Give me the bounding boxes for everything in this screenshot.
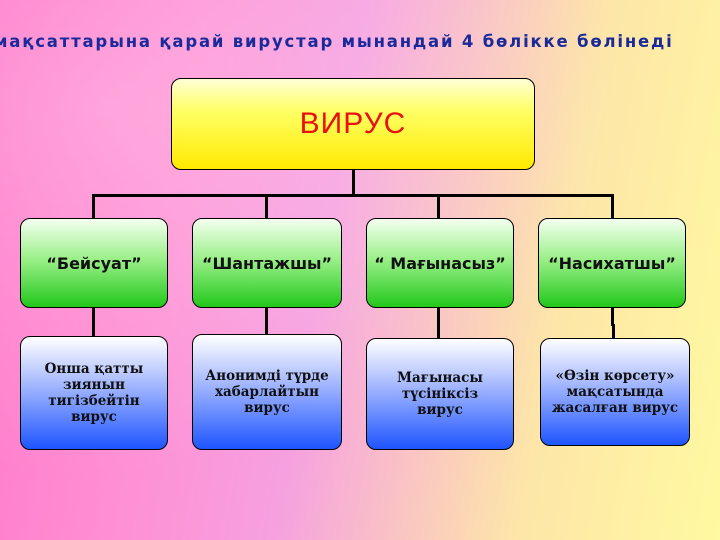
slide-title: мақсаттарына қарай вирустар мынандай 4 б… bbox=[0, 32, 674, 51]
description-text: «Өзін көрсету» мақсатында жасалған вирус bbox=[551, 368, 679, 416]
desc-connector-3 bbox=[437, 308, 440, 338]
description-text: Анонимді түрде хабарлайтын вирус bbox=[205, 368, 329, 416]
desc-connector-2 bbox=[265, 308, 268, 334]
root-node: ВИРУС bbox=[171, 78, 535, 170]
branch-connector-1 bbox=[92, 194, 95, 219]
description-text: Онша қатты зиянын тигізбейтін вирус bbox=[44, 361, 144, 425]
description-node-1: Онша қатты зиянын тигізбейтін вирус bbox=[20, 336, 168, 450]
root-connector bbox=[352, 170, 355, 195]
description-node-4: «Өзін көрсету» мақсатында жасалған вирус bbox=[540, 338, 690, 446]
category-label: “ Мағынасыз” bbox=[374, 253, 506, 273]
category-node-2: “Шантажшы” bbox=[192, 218, 342, 308]
desc-connector-4b bbox=[612, 324, 615, 338]
branch-connector-3 bbox=[437, 194, 440, 219]
category-label: “Шантажшы” bbox=[201, 253, 333, 273]
category-node-1: “Бейсуат” bbox=[20, 218, 168, 308]
category-label: “Бейсуат” bbox=[46, 253, 142, 273]
branch-connector-2 bbox=[265, 194, 268, 219]
description-text: Мағынасы түсініксіз вирус bbox=[397, 370, 483, 418]
desc-connector-4 bbox=[611, 308, 614, 326]
description-node-2: Анонимді түрде хабарлайтын вирус bbox=[192, 334, 342, 450]
desc-connector-1 bbox=[92, 308, 95, 337]
category-node-3: “ Мағынасыз” bbox=[366, 218, 514, 308]
horizontal-connector bbox=[92, 194, 614, 197]
category-label: “Насихатшы” bbox=[548, 253, 676, 273]
category-node-4: “Насихатшы” bbox=[538, 218, 686, 308]
branch-connector-4 bbox=[611, 194, 614, 219]
description-node-3: Мағынасы түсініксіз вирус bbox=[366, 338, 514, 450]
root-label: ВИРУС bbox=[299, 107, 407, 140]
